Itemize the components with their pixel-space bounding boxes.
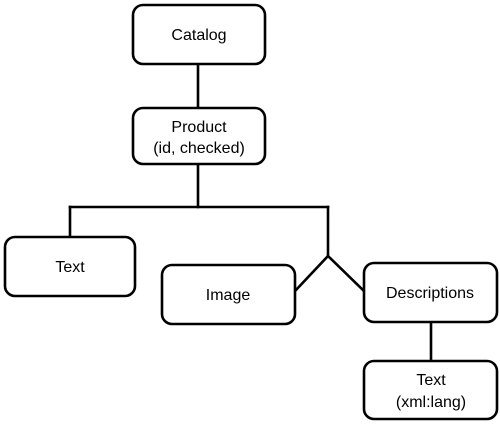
node-descriptions-label: Descriptions (386, 285, 474, 302)
node-text-1: Text (3, 235, 137, 298)
node-image-label: Image (206, 287, 251, 304)
node-product-label: Product (171, 119, 227, 136)
node-descriptions-box (362, 261, 499, 324)
node-descriptions: Descriptions (362, 261, 499, 324)
node-text-2-attributes: (xml:lang) (396, 394, 466, 411)
node-catalog: Catalog (131, 3, 267, 66)
node-image: Image (160, 263, 297, 326)
choice-connector (293, 254, 366, 293)
node-product-attributes: (id, checked) (153, 140, 245, 157)
node-catalog-box (131, 3, 267, 66)
connectors (68, 62, 433, 363)
node-text-2-box (362, 359, 499, 421)
node-product-box (131, 106, 267, 166)
node-product: Product (id, checked) (131, 106, 267, 166)
node-text-2-label: Text (416, 372, 446, 389)
node-catalog-label: Catalog (171, 27, 226, 44)
node-text-1-box (3, 235, 137, 298)
node-text-1-label: Text (55, 259, 85, 276)
node-image-box (160, 263, 297, 326)
node-text-2: Text (xml:lang) (362, 359, 499, 421)
